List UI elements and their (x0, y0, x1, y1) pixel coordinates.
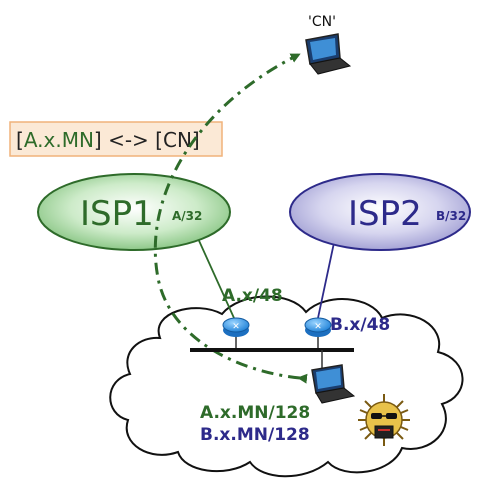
svg-text:[A.x.MN] <-> [CN]: [A.x.MN] <-> [CN] (16, 128, 200, 152)
isp2-prefix: B/32 (436, 209, 466, 223)
mn-addr-a: A.x.MN/128 (200, 403, 310, 423)
isp2-node: ISP2 B/32 (289, 173, 471, 251)
isp1-node: ISP1 A/32 (37, 173, 231, 251)
isp2-link (317, 237, 336, 319)
router-a: ✕ (222, 317, 250, 350)
isp1-name: ISP1 (80, 194, 154, 234)
isp1-prefix: A/32 (172, 209, 202, 223)
cn-label: 'CN' (308, 14, 336, 30)
mn-addr-b: B.x.MN/128 (200, 425, 310, 445)
cn-laptop: 'CN' (305, 14, 352, 75)
laptop-icon (311, 364, 356, 404)
site-cloud (109, 295, 464, 478)
isp1-link (195, 233, 235, 319)
binding-addr: A.x.MN (24, 128, 94, 152)
mobility-path (153, 53, 308, 384)
laptop-icon (305, 33, 352, 75)
mn-laptop (311, 364, 356, 404)
site-prefix-a: A.x/48 (222, 286, 283, 306)
binding-left: [ (16, 128, 24, 152)
secret-mascot-icon (358, 394, 410, 446)
isp2-name: ISP2 (348, 194, 422, 234)
site-prefix-b: B.x/48 (330, 315, 390, 335)
router-icon: ✕ (232, 322, 240, 332)
router-icon: ✕ (314, 322, 322, 332)
binding-right: ] <-> [CN] (94, 128, 200, 152)
binding-box: [A.x.MN] <-> [CN] (9, 121, 223, 157)
router-b: ✕ (304, 317, 332, 350)
